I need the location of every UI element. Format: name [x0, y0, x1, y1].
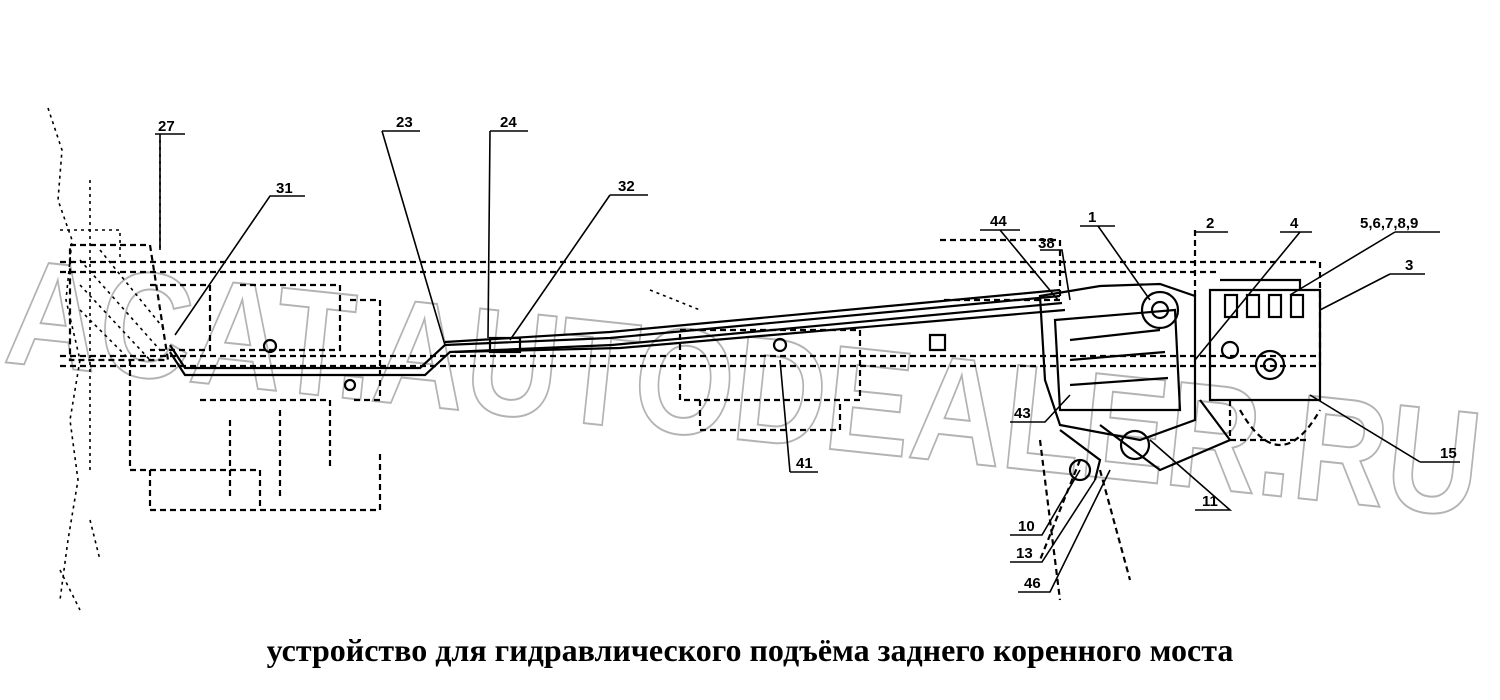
callout-15: 15: [1440, 445, 1457, 462]
callout-32: 32: [618, 178, 635, 195]
callout-24: 24: [500, 114, 517, 131]
callout-4: 4: [1290, 215, 1299, 232]
callout-38: 38: [1038, 235, 1055, 252]
callout-31: 31: [276, 180, 293, 197]
diagram-caption: устройство для гидравлического подъёма з…: [266, 632, 1234, 668]
callout-leaders: [155, 130, 1460, 593]
callout-10: 10: [1018, 518, 1035, 535]
callout-5-9: 5,6,7,8,9: [1360, 215, 1418, 232]
callout-43: 43: [1014, 405, 1031, 422]
callout-44: 44: [990, 213, 1007, 230]
callout-46: 46: [1024, 575, 1041, 592]
callout-41: 41: [796, 455, 813, 472]
middle-drivetrain-outline: [649, 289, 862, 432]
callout-23: 23: [396, 114, 413, 131]
callout-11: 11: [1202, 493, 1218, 510]
rear-lift-mechanism: [928, 230, 1232, 601]
callout-1: 1: [1088, 209, 1096, 226]
callout-13: 13: [1016, 545, 1033, 562]
rear-valve-block: [1208, 278, 1322, 447]
callout-3: 3: [1405, 257, 1413, 274]
callout-27: 27: [158, 118, 175, 135]
callout-2: 2: [1206, 215, 1214, 232]
callout-labels: 27 31 23 24 32 44 38 1 2 4 5,6,7,8,9 3 4…: [158, 114, 1457, 592]
